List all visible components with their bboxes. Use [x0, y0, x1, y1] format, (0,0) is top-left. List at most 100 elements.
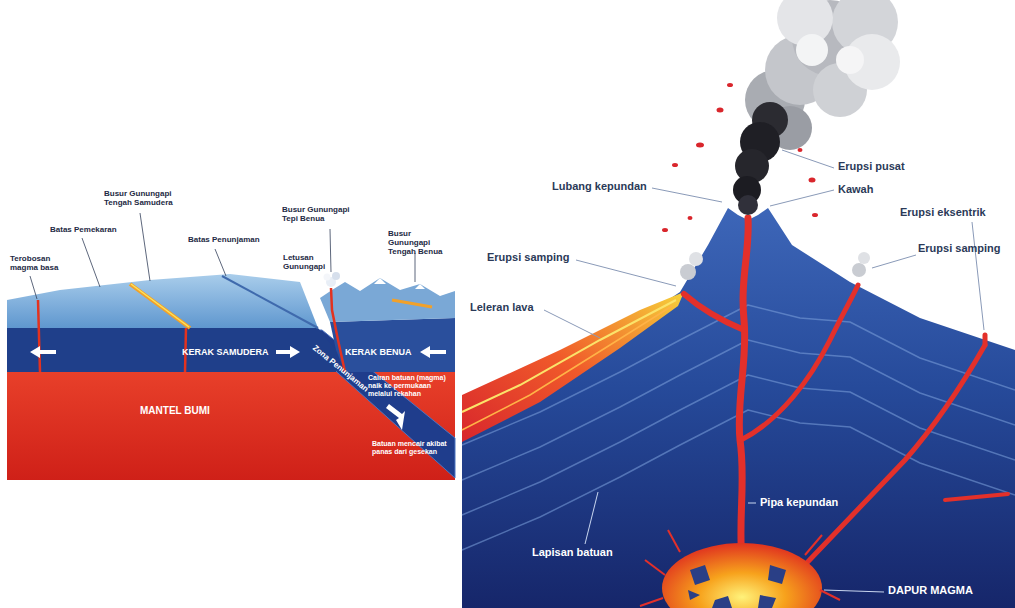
part-label: DAPUR MAGMA — [888, 584, 973, 596]
plate-arrow — [386, 404, 405, 430]
chamber-rocks — [688, 565, 786, 608]
lava-bombs — [662, 83, 818, 232]
leader-lines — [30, 213, 415, 299]
side-conduit — [741, 285, 858, 440]
lava-bomb — [809, 178, 816, 183]
main-conduit — [739, 218, 748, 560]
region-label: KERAK BENUA — [345, 347, 412, 357]
note-label: Batuan mencair akibat panas dari gesekan — [372, 440, 452, 456]
callout-label: Busur Gunungapi Tepi Benua — [282, 206, 354, 224]
part-label: Pipa kepundan — [760, 496, 838, 508]
continental-crust — [330, 318, 455, 372]
dark-ash — [738, 195, 758, 215]
lava-bomb — [688, 216, 693, 220]
plate-arrow — [420, 346, 446, 358]
lava-bomb — [717, 108, 724, 113]
magma-vein — [645, 560, 665, 575]
part-label: Lubang kepundan — [552, 180, 647, 192]
callout-label: Batas Penunjaman — [188, 236, 260, 245]
ridge — [130, 284, 190, 328]
part-label: Erupsi eksentrik — [900, 206, 986, 218]
ridge-core — [131, 284, 189, 327]
leader-line — [652, 188, 722, 202]
leader-line — [30, 276, 37, 299]
sill — [945, 494, 1008, 500]
rock-block — [688, 590, 700, 600]
eruption-plume — [324, 274, 331, 281]
subducting-slab — [290, 330, 455, 478]
callout-label: Letusan Gunungapi — [283, 254, 325, 272]
lava-bomb — [696, 143, 704, 148]
leader-line — [770, 190, 834, 206]
trench-line — [222, 276, 318, 328]
region-label: MANTEL BUMI — [140, 405, 210, 416]
callout-label: Batas Pemekaran — [50, 226, 117, 235]
leader-line — [824, 590, 884, 592]
plate-arrow — [30, 346, 56, 358]
leader-line — [782, 150, 834, 168]
side-conduit — [684, 294, 744, 330]
leader-line — [330, 229, 331, 272]
magma-veins — [640, 530, 840, 606]
snow-peak — [374, 278, 386, 284]
callout-label: Busur Gunungapi Tengah Samudera — [104, 190, 178, 208]
leader-line — [415, 253, 416, 282]
leader-line — [140, 213, 150, 281]
leader-line — [748, 503, 756, 504]
part-label: Erupsi samping — [487, 251, 570, 263]
plate-section — [7, 213, 455, 480]
part-label: Erupsi pusat — [838, 160, 905, 172]
lava-bomb — [798, 148, 803, 152]
rock-block — [768, 565, 786, 584]
part-label: Kawah — [838, 183, 873, 195]
snow-peak — [415, 284, 425, 289]
continent-surface — [320, 278, 455, 322]
ash-cloud — [733, 0, 900, 215]
eccentric-conduit — [800, 345, 985, 570]
note-label: Cairan batuan (magma) naik ke permukaan … — [368, 374, 454, 397]
callout-label: Busur Gunungapi Tengah Benua — [388, 230, 454, 257]
leader-line — [872, 255, 916, 268]
continental-arc — [392, 300, 432, 307]
magma-vein — [820, 590, 840, 600]
side-smoke — [852, 263, 866, 277]
lava-bomb — [662, 228, 668, 232]
magma-vein — [640, 598, 663, 606]
leader-line — [972, 222, 984, 330]
part-label: Leleran lava — [470, 301, 534, 313]
lava-bomb — [812, 213, 818, 217]
rock-block — [690, 565, 710, 585]
rock-block — [758, 595, 776, 608]
mantle — [7, 372, 455, 480]
plate-arrow — [276, 346, 300, 358]
side-smoke — [689, 252, 703, 266]
leader-line — [576, 260, 676, 286]
leader-line — [544, 310, 600, 338]
volcano-section — [462, 0, 1015, 608]
lava-streak — [462, 306, 672, 430]
callout-label: Terobosan magma basa — [10, 255, 64, 273]
part-label: Erupsi samping — [918, 242, 1001, 254]
eruption-plume — [332, 272, 340, 280]
leader-line — [585, 492, 598, 544]
magma-chamber — [662, 543, 822, 608]
lava-flow — [462, 292, 684, 442]
lava-bomb — [727, 83, 733, 87]
leader-line — [215, 249, 226, 276]
ash-puff — [836, 46, 864, 74]
magma-vein — [805, 535, 822, 555]
part-label: Lapisan batuan — [532, 546, 613, 558]
lava-bomb — [672, 163, 678, 167]
lava-streak — [462, 300, 676, 412]
side-smoke — [858, 252, 870, 264]
rock-block — [712, 596, 732, 608]
basic-intrusion — [38, 300, 40, 372]
oceanic-crust — [7, 328, 336, 372]
side-smoke — [680, 264, 696, 280]
ash-puff — [796, 34, 828, 66]
eccentric-vent — [983, 335, 988, 345]
ocean-floor-surface — [7, 274, 318, 328]
leader-line — [82, 238, 100, 287]
region-label: KERAK SAMUDERA — [182, 347, 269, 357]
magma-vein — [668, 530, 680, 552]
